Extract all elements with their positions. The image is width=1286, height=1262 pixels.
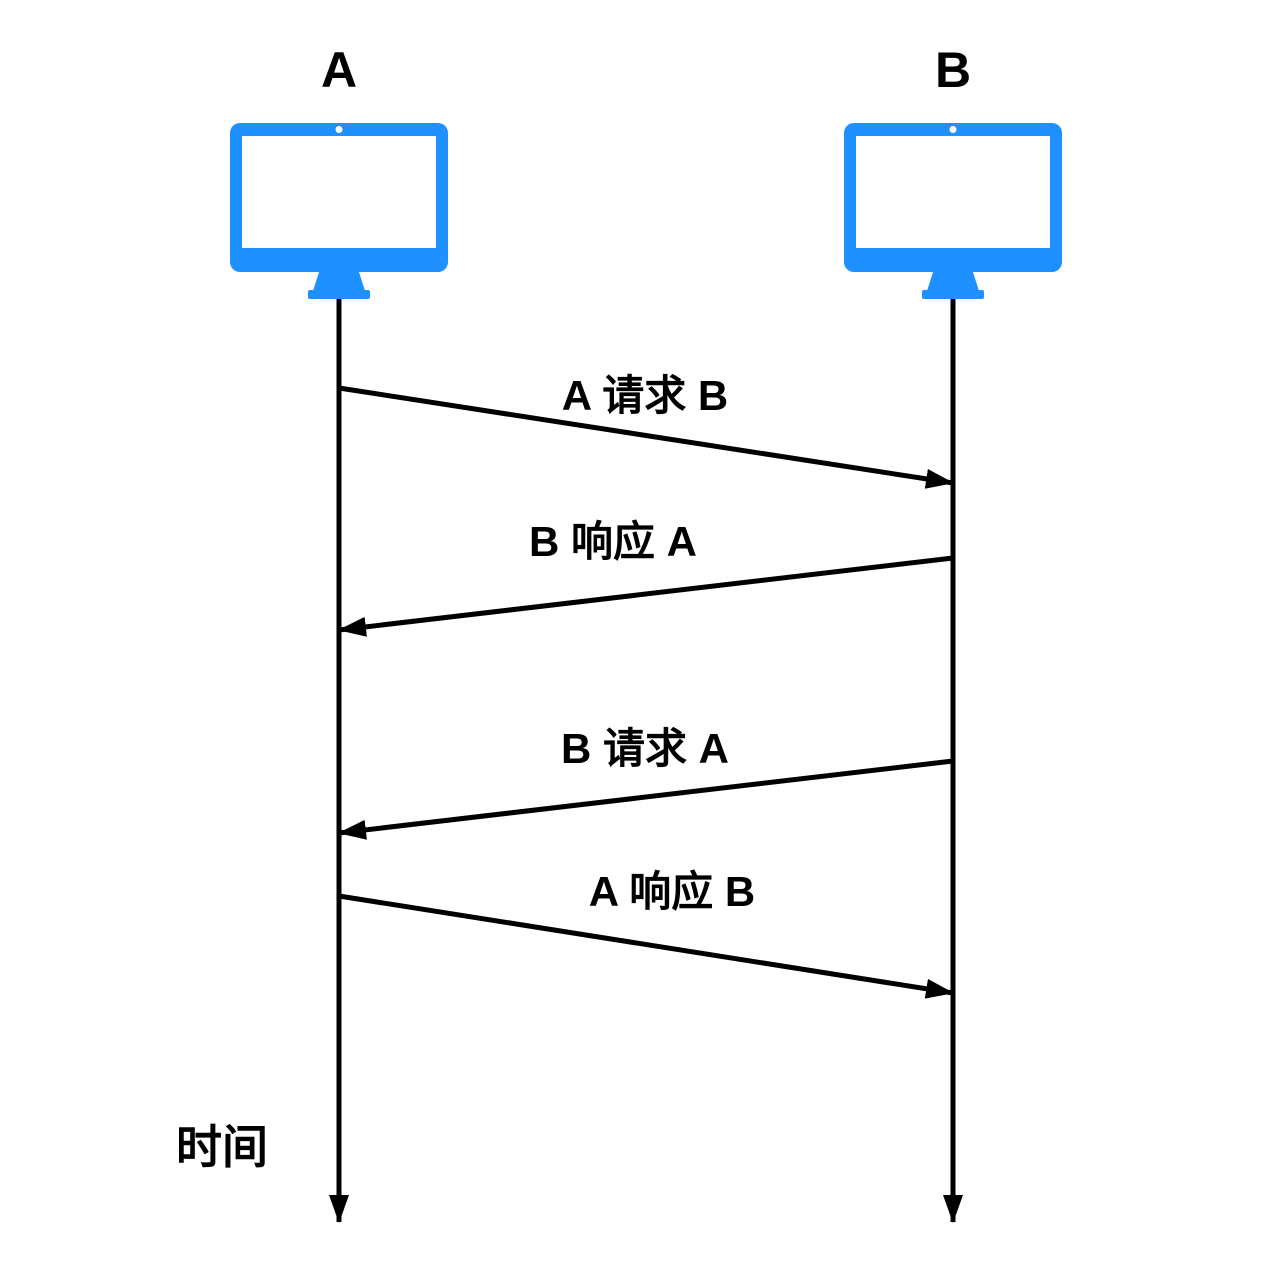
message-label-1: A 请求 B [562,372,728,419]
computer-b-icon [844,123,1062,299]
actor-b: B [844,42,1062,1223]
actor-a-label: A [321,42,357,98]
message-label-2: B 响应 A [529,518,697,565]
message-arrow-4 [338,893,954,999]
message-arrow-2 [338,555,954,637]
message-arrow-3 [338,758,954,840]
messages-group: A 请求 B B 响应 A B 请求 A A 响应 B [338,372,954,999]
message-arrow-1 [338,385,954,489]
actor-a: A [230,42,448,1223]
message-label-4: A 响应 B [589,868,755,915]
computer-a-icon [230,123,448,299]
time-axis-label: 时间 [176,1121,268,1173]
message-label-3: B 请求 A [561,725,729,772]
actor-b-label: B [935,42,971,98]
